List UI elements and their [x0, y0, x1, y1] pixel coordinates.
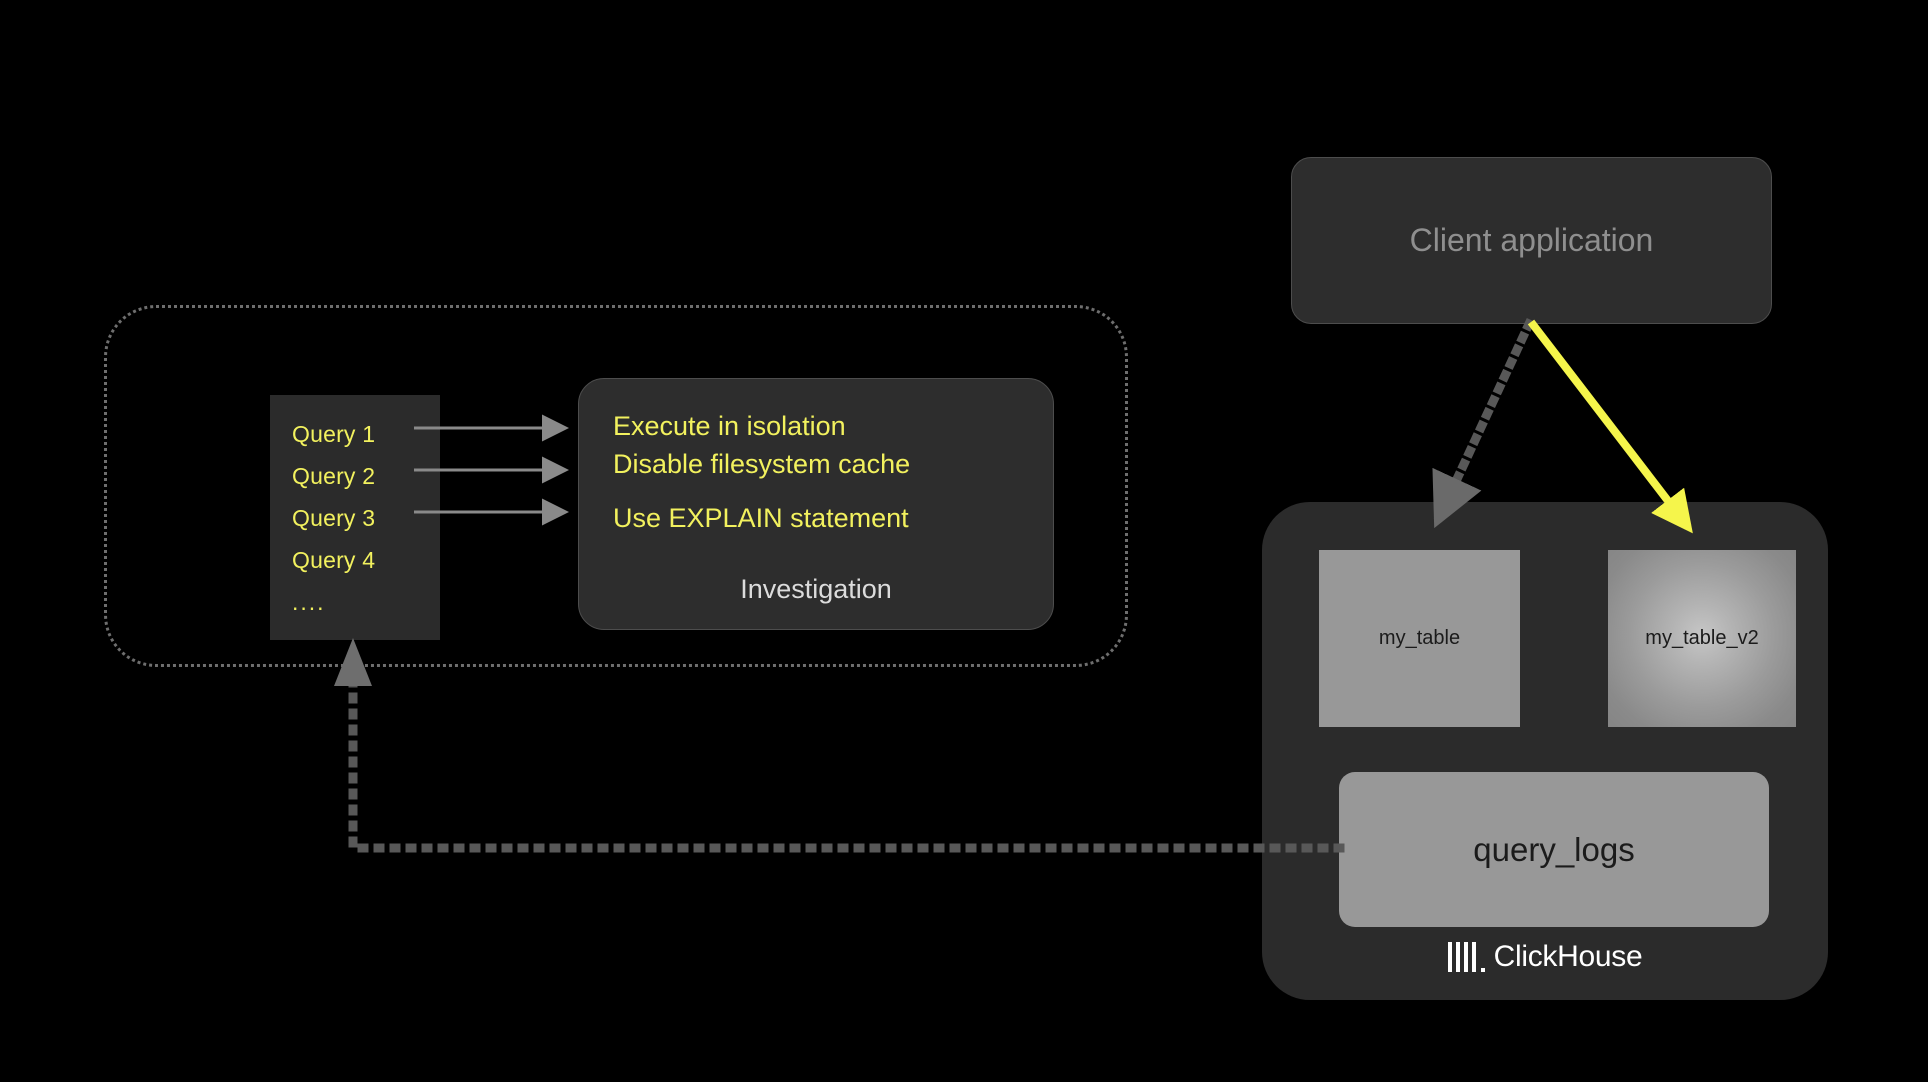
list-item-ellipsis: ....: [292, 589, 326, 615]
investigation-title: Investigation: [740, 574, 892, 604]
table-my-table-v2[interactable]: my_table_v2: [1608, 550, 1796, 727]
query-logs-label: query_logs: [1473, 830, 1635, 868]
investigation-boundary: [104, 305, 1128, 667]
arrow-query-logs-to-query-list: [348, 675, 1345, 853]
list-item: Query 4: [292, 547, 376, 573]
clickhouse-brand-label: ClickHouse: [1493, 940, 1643, 973]
investigation-step: Use EXPLAIN statement: [613, 503, 909, 533]
investigation-panel[interactable]: Execute in isolation Disable filesystem …: [578, 378, 1054, 630]
investigation-step: Execute in isolation: [613, 411, 846, 441]
investigation-step: Disable filesystem cache: [613, 449, 911, 479]
clickhouse-dot-icon: [1480, 968, 1485, 972]
clickhouse-bars-icon: [1447, 942, 1476, 972]
list-item: Query 1: [292, 421, 376, 447]
client-application-label: Client application: [1409, 222, 1654, 258]
table-label: my_table: [1378, 627, 1461, 649]
table-query-logs[interactable]: query_logs: [1339, 772, 1769, 927]
list-item: Query 2: [292, 463, 376, 489]
arrow-client-to-my-table: [1432, 318, 1535, 529]
clickhouse-logo: ClickHouse: [1262, 940, 1828, 974]
list-item: Query 3: [292, 505, 376, 531]
query-list-box[interactable]: Query 1 Query 2 Query 3 Query 4 ....: [270, 395, 440, 640]
table-my-table[interactable]: my_table: [1319, 550, 1520, 727]
client-application-box[interactable]: Client application: [1291, 157, 1772, 324]
arrow-client-to-my-table-v2: [1527, 319, 1693, 534]
table-label: my_table_v2: [1645, 627, 1759, 649]
